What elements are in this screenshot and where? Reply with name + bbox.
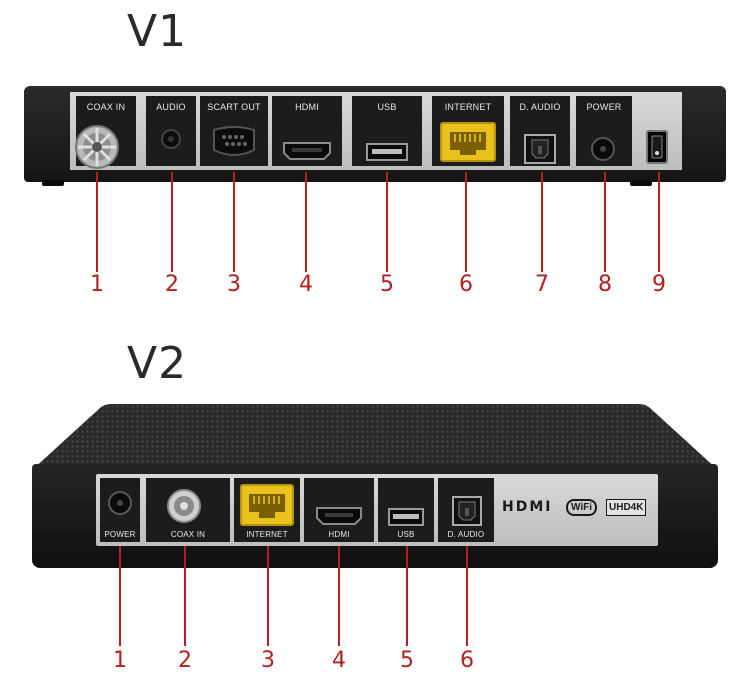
v1-callout-line-8	[604, 172, 606, 272]
v1-label-d-audio: D. AUDIO	[519, 102, 561, 112]
v1-callout-number-1: 1	[90, 272, 104, 297]
v1-callout-line-1	[96, 172, 98, 272]
v1-callout-line-5	[386, 172, 388, 272]
v1-callout-line-9	[658, 172, 660, 272]
v2-callout-line-2	[184, 546, 186, 646]
v2-callout-line-1	[119, 546, 121, 646]
v2-callout-number-6: 6	[460, 648, 474, 673]
v2-title: V2	[127, 338, 188, 389]
v2-label-internet: INTERNET	[246, 530, 288, 539]
v2-callout-number-2: 2	[178, 648, 192, 673]
v2-label-coax-in: COAX IN	[170, 530, 206, 539]
v1-label-audio: AUDIO	[156, 102, 186, 112]
v1-label-power: POWER	[586, 102, 622, 112]
v1-label-hdmi: HDMI	[295, 102, 319, 112]
v2-callout-line-3	[267, 546, 269, 646]
v1-callout-number-3: 3	[227, 272, 241, 297]
audio-jack-icon	[161, 129, 181, 149]
hdmi-logo: HDMI	[502, 499, 553, 515]
v2-callout-line-5	[406, 546, 408, 646]
uhd4k-logo: UHD4K	[606, 499, 647, 516]
v2-callout-number-5: 5	[400, 648, 414, 673]
v1-slot-d-audio: D. AUDIO	[510, 96, 570, 166]
v2-label-d-audio: D. AUDIO	[447, 530, 485, 539]
v2-label-power: POWER	[104, 530, 136, 539]
v1-callout-number-7: 7	[535, 272, 549, 297]
power-switch-icon	[646, 130, 668, 164]
v1-callout-line-7	[541, 172, 543, 272]
wifi-logo: WiFi	[566, 499, 598, 516]
optical-audio-port-icon	[452, 496, 482, 526]
scart-port-icon	[213, 126, 255, 156]
coax-connector-icon	[167, 489, 201, 523]
v2-callout-line-4	[338, 546, 340, 646]
v2-callout-number-4: 4	[332, 648, 346, 673]
v2-callout-line-6	[466, 546, 468, 646]
v1-foot-right	[630, 180, 652, 186]
v1-callout-line-6	[465, 172, 467, 272]
ethernet-port-icon	[240, 484, 294, 526]
v1-foot-left	[42, 180, 64, 186]
usb-port-icon	[366, 143, 408, 161]
v1-title: V1	[127, 6, 188, 57]
v1-callout-number-2: 2	[165, 272, 179, 297]
usb-port-icon	[388, 508, 424, 526]
v1-callout-line-2	[171, 172, 173, 272]
v2-label-hdmi: HDMI	[328, 530, 350, 539]
v2-callout-number-3: 3	[261, 648, 275, 673]
v2-label-usb: USB	[397, 530, 415, 539]
v1-callout-number-9: 9	[652, 272, 666, 297]
coax-connector-icon	[75, 125, 119, 169]
hdmi-port-icon	[316, 507, 362, 525]
optical-audio-port-icon	[524, 134, 556, 164]
v1-callout-line-3	[233, 172, 235, 272]
v1-label-scart-out: SCART OUT	[207, 102, 261, 112]
v1-callout-line-4	[305, 172, 307, 272]
v1-label-coax-in: COAX IN	[86, 102, 126, 112]
v2-callout-number-1: 1	[113, 648, 127, 673]
v1-callout-number-5: 5	[380, 272, 394, 297]
v1-callout-number-4: 4	[299, 272, 313, 297]
power-jack-icon	[591, 137, 615, 161]
v1-callout-number-8: 8	[598, 272, 612, 297]
hdmi-port-icon	[283, 142, 331, 160]
power-jack-icon	[108, 491, 132, 515]
ethernet-port-icon	[440, 122, 496, 162]
v1-label-internet: INTERNET	[444, 102, 492, 112]
v1-label-usb: USB	[377, 102, 397, 112]
v1-callout-number-6: 6	[459, 272, 473, 297]
